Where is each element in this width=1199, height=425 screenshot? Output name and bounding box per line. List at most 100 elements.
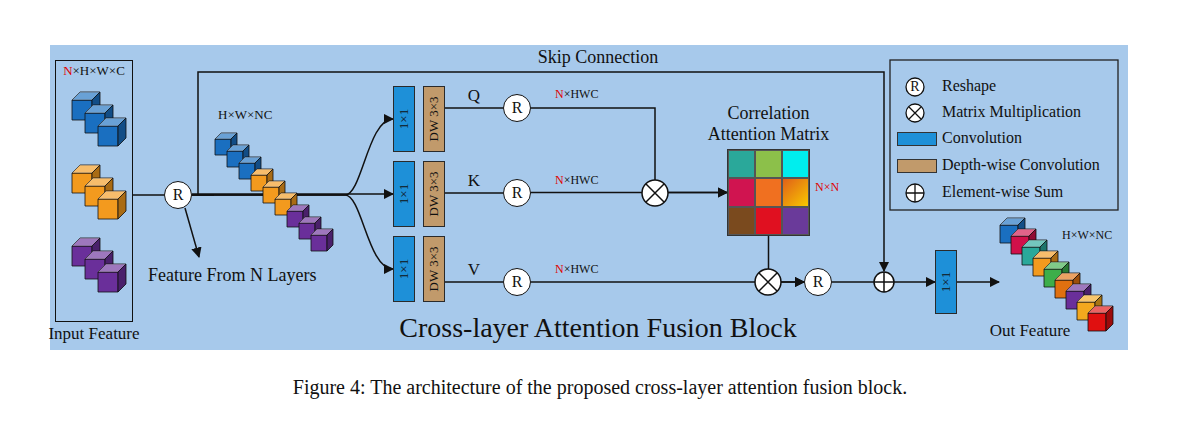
legend-text: Matrix Multiplication [942,103,1081,121]
connector [192,119,393,195]
cube-face [98,199,118,219]
edge-label: Q [468,86,480,106]
legend-swatch [897,159,937,173]
connector [445,192,503,194]
kernel-label: 1×1 [397,184,412,204]
attention-matrix: Correlation Attention MatrixN×N [727,149,810,236]
skip-connection-line [198,72,884,271]
cube-face [118,118,126,146]
block-title: Cross-layer Attention Fusion Block [399,312,796,344]
text-label: N×HWC [555,263,598,277]
feature-cube [1088,306,1113,331]
reshape-letter: R [512,184,523,202]
matrix-size: N×N [815,181,839,195]
connector [192,195,393,269]
legend-box [890,60,1118,210]
edge-label: V [468,260,480,280]
cube-face [311,235,327,251]
reshape-letter: R [813,273,824,291]
matrix-title: Correlation Attention Matrix [699,103,839,146]
matrix-cell [755,150,782,178]
text-label: H×W×NC [218,108,272,123]
cube-face [327,229,333,251]
sum-symbol [874,272,894,292]
matrix-cell [728,150,755,178]
cube-face [1088,313,1106,331]
legend-sum-symbol [906,184,924,202]
matrix-cell [755,207,782,235]
matrix-cell [728,207,755,235]
cube-face [98,272,118,292]
convolution-box: DW 3×3 [423,86,445,152]
legend-text: Reshape [942,77,996,95]
cube-shade [118,264,126,292]
connector [445,107,503,109]
cube-face [118,191,126,219]
leader-arrow [185,208,199,257]
convolution-box: 1×1 [393,161,415,227]
feature-cube [98,264,126,292]
kernel-label: 1×1 [397,259,412,279]
text-label: H×W×NC [1062,229,1112,243]
kernel-label: DW 3×3 [427,246,442,291]
wire [957,281,999,283]
legend-swatch [897,132,937,146]
kernel-label: 1×1 [397,109,412,129]
reshape-circle: R [503,179,531,207]
reshape-letter: R [512,99,523,117]
panel-label: Input Feature [48,324,139,344]
legend-text: Convolution [942,129,1022,147]
legend-matmul-symbol [906,104,924,122]
dimension-label: N×H×W×C [63,64,125,79]
figure-caption: Figure 4: The architecture of the propos… [293,376,907,399]
text-label: Feature From N Layers [148,265,316,286]
legend-text: Depth-wise Convolution [942,156,1100,174]
text-label: N×HWC [555,174,598,188]
matrix-cell [782,207,809,235]
feature-cube [311,229,333,251]
reshape-letter: R [512,273,523,291]
cube-face [1106,306,1113,331]
connector [133,194,164,196]
cube-shade [1106,306,1113,331]
feature-cube [98,191,126,219]
convolution-box: 1×1 [935,250,957,314]
convolution-box: 1×1 [393,86,415,152]
matrix-cell [755,178,782,206]
cube-face [98,126,118,146]
reshape-letter: R [173,186,184,204]
reshape-circle: R [804,268,832,296]
reshape-circle: R [503,268,531,296]
legend-text: Element-wise Sum [942,183,1063,201]
convolution-box: DW 3×3 [423,236,445,302]
connector [445,281,503,283]
connector [531,192,727,194]
text-label: Out Feature [990,321,1071,341]
matrix-cell [782,178,809,206]
input-feature-box: N×H×W×CInput Feature [55,60,133,322]
convolution-box: 1×1 [393,236,415,302]
wire [192,194,214,196]
cube-shade [327,229,333,251]
text-label: N×HWC [555,88,598,102]
feature-cube [98,118,126,146]
matrix-cell [728,178,755,206]
matmul-symbol [642,180,668,206]
connector [531,108,727,193]
text-label: Skip Connection [538,47,659,68]
edge-label: K [468,171,480,191]
kernel-label: 1×1 [939,272,954,292]
matmul-symbol [755,269,781,295]
cube-face [118,264,126,292]
kernel-label: DW 3×3 [427,171,442,216]
cube-shade [118,118,126,146]
kernel-label: DW 3×3 [427,96,442,141]
reshape-circle: R [503,94,531,122]
text-label: R [910,79,919,95]
cube-shade [118,191,126,219]
reshape-circle: R [164,181,192,209]
legend-reshape-symbol [906,78,924,96]
matrix-cell [782,150,809,178]
convolution-box: DW 3×3 [423,161,445,227]
